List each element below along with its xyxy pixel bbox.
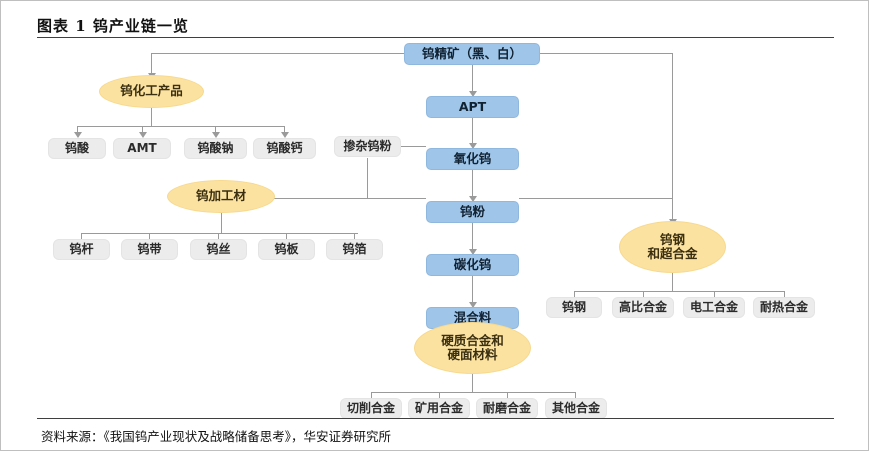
node-apt[interactable]: APT [426, 96, 519, 118]
connector-chemical-stem [151, 108, 153, 126]
arrow-chem-2 [138, 132, 147, 138]
node-processed-materials[interactable]: 钨加工材 [167, 180, 275, 213]
leaf-carbide-0[interactable]: 切削合金 [340, 398, 402, 419]
connector-steel-bus [574, 291, 784, 293]
node-cemented-carbide-line1: 硬质合金和 [441, 332, 504, 348]
connector-proc-b4 [286, 233, 288, 241]
leaf-steel-2[interactable]: 电工合金 [683, 297, 745, 318]
arrow-apt-oxide [468, 143, 477, 149]
leaf-processed-3[interactable]: 钨板 [258, 239, 315, 260]
connector-hard-stem [472, 374, 474, 392]
connector-hard-b2 [439, 392, 441, 400]
leaf-carbide-2[interactable]: 耐磨合金 [476, 398, 538, 419]
title-divider [37, 37, 834, 38]
arrow-ore-apt [468, 91, 477, 97]
leaf-processed-2[interactable]: 钨丝 [190, 239, 247, 260]
source-note: 资料来源：《我国钨产业现状及战略储备思考》，华安证券研究所 [41, 429, 392, 444]
node-tungsten-carbide[interactable]: 碳化钨 [426, 254, 519, 276]
arrow-carbide-mixture [468, 302, 477, 308]
connector-proc-b5 [354, 233, 356, 241]
connector-steel-stem [672, 273, 674, 291]
connector-hard-b3 [507, 392, 509, 400]
connector-ore-right [519, 53, 673, 55]
leaf-chemical-2[interactable]: 钨酸钠 [184, 138, 247, 159]
leaf-chemical-0[interactable]: 钨酸 [48, 138, 106, 159]
connector-chemical-bus [77, 126, 285, 128]
diagram-canvas: 钨精矿（黑、白） APT 氧化钨 钨粉 碳化钨 混合料 掺杂钨粉 钨化工产品 钨… [1, 41, 868, 419]
connector-chem-b3 [215, 126, 217, 134]
connector-steel-b2 [643, 291, 645, 299]
leaf-steel-3[interactable]: 耐热合金 [753, 297, 815, 318]
connector-oxide-powder [472, 170, 474, 198]
connector-powder-carbide [472, 223, 474, 251]
connector-hard-b4 [575, 392, 577, 400]
arrow-chem-1 [73, 132, 82, 138]
leaf-processed-4[interactable]: 钨箔 [326, 239, 383, 260]
connector-proc-b3 [218, 233, 220, 241]
connector-processed-stem [221, 213, 223, 233]
connector-chem-b2 [142, 126, 144, 134]
connector-steel-b3 [714, 291, 716, 299]
node-cemented-carbide-line2: 硬面材料 [447, 347, 498, 362]
node-chemical-products[interactable]: 钨化工产品 [99, 75, 204, 108]
connector-ore-left-drop [151, 53, 153, 75]
connector-right-column [672, 53, 674, 221]
connector-doped-drop [367, 158, 369, 199]
connector-proc-b2 [149, 233, 151, 241]
connector-chem-b4 [284, 126, 286, 134]
leaf-processed-1[interactable]: 钨带 [121, 239, 178, 260]
node-cemented-carbide[interactable]: 硬质合金和 硬面材料 [414, 322, 531, 374]
leaf-steel-1[interactable]: 高比合金 [612, 297, 674, 318]
connector-hard-bus [371, 392, 576, 394]
node-tungsten-powder[interactable]: 钨粉 [426, 201, 519, 223]
connector-chem-b1 [77, 126, 79, 134]
leaf-chemical-1[interactable]: AMT [113, 138, 171, 159]
connector-proc-b1 [81, 233, 83, 241]
leaf-carbide-3[interactable]: 其他合金 [545, 398, 607, 419]
connector-powder-left-bus [256, 198, 426, 200]
connector-powder-right-bus [519, 198, 673, 200]
node-raw-ore[interactable]: 钨精矿（黑、白） [404, 43, 540, 65]
node-tungsten-steel-alloy-line1: 钨钢 [659, 231, 685, 247]
leaf-carbide-1[interactable]: 矿用合金 [408, 398, 470, 419]
leaf-processed-0[interactable]: 钨杆 [53, 239, 110, 260]
page-title: 图表 1 钨产业链一览 [37, 17, 189, 35]
connector-carbide-mixture [472, 276, 474, 304]
node-tungsten-steel-alloy-line2: 和超合金 [647, 246, 698, 261]
connector-steel-b4 [784, 291, 786, 299]
connector-apt-oxide [472, 118, 474, 145]
node-doped-powder[interactable]: 掺杂钨粉 [334, 136, 401, 157]
node-tungsten-steel-alloy[interactable]: 钨钢 和超合金 [619, 221, 726, 273]
source-divider [37, 418, 834, 419]
leaf-steel-0[interactable]: 钨钢 [546, 297, 602, 318]
connector-steel-b1 [574, 291, 576, 299]
arrow-chem-3 [211, 132, 220, 138]
connector-ore-apt [472, 65, 474, 93]
node-tungsten-oxide[interactable]: 氧化钨 [426, 148, 519, 170]
arrow-chem-4 [280, 132, 289, 138]
leaf-chemical-3[interactable]: 钨酸钙 [253, 138, 316, 159]
arrow-powder-carbide [468, 249, 477, 255]
connector-hard-b1 [371, 392, 373, 400]
connector-processed-bus [81, 233, 358, 235]
connector-ore-left [151, 53, 426, 55]
arrow-oxide-powder [468, 196, 477, 202]
connector-doped-oxide [401, 146, 426, 148]
